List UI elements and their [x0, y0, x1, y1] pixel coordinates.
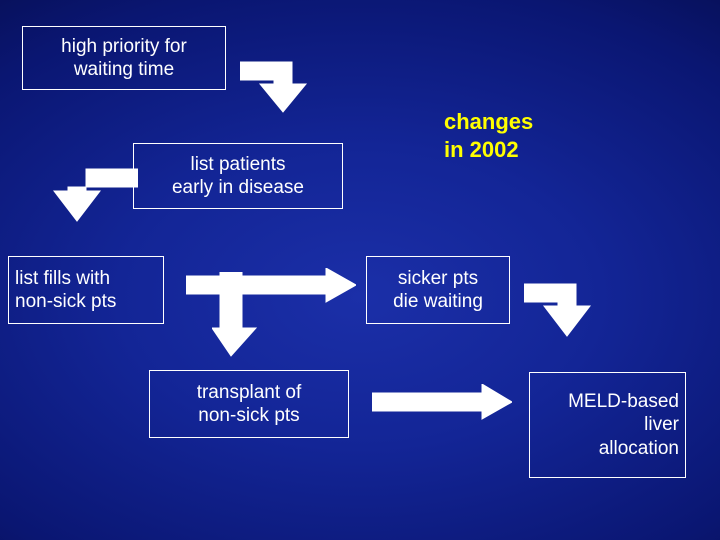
arrow-elbow-left-down — [44, 165, 138, 229]
box-high-priority: high priority for waiting time — [22, 26, 226, 90]
arrow-down-middle — [212, 272, 258, 358]
arrow-right-bottom — [372, 384, 512, 420]
box-list-patients-early: list patients early in disease — [133, 143, 343, 209]
arrow-elbow-top-right — [240, 58, 326, 116]
annotation-changes-2002: changes in 2002 — [444, 109, 534, 162]
box-transplant-nonsick: transplant of non-sick pts — [149, 370, 349, 438]
box-meld-allocation: MELD-based liver allocation — [529, 372, 686, 478]
box-sicker-pts-die: sicker pts die waiting — [366, 256, 510, 324]
arrow-elbow-right-down — [524, 280, 614, 342]
box-list-fills-nonsick: list fills with non-sick pts — [8, 256, 164, 324]
